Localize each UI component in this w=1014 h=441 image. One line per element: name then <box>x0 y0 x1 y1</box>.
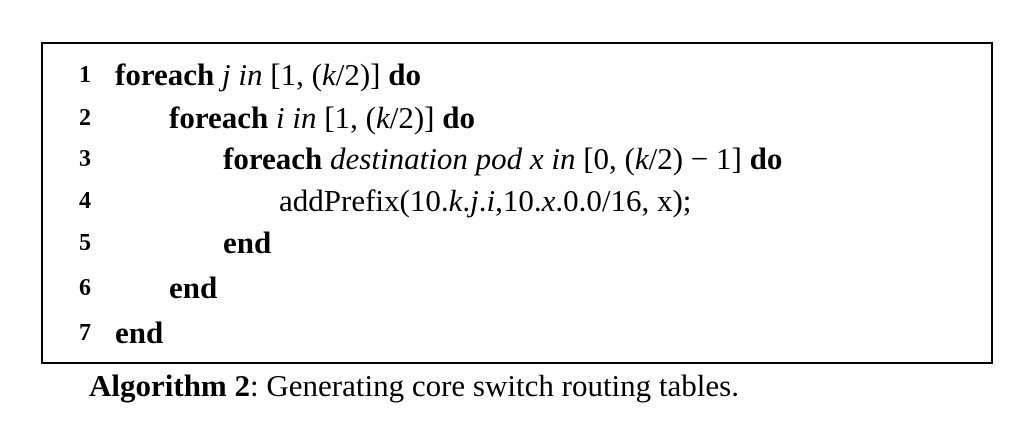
code-variable: i <box>486 183 496 218</box>
keyword-foreach: foreach <box>169 100 269 135</box>
line-number: 2 <box>79 105 91 131</box>
code-text <box>322 141 330 176</box>
code-variable: x <box>541 183 556 218</box>
code-text: . <box>462 183 471 218</box>
code-variable: i in <box>276 100 317 135</box>
code-text <box>268 100 276 135</box>
keyword-foreach: foreach <box>115 57 215 92</box>
code-variable: k <box>448 183 463 218</box>
code-text: ,10. <box>495 183 542 218</box>
caption-label: Algorithm 2 <box>89 368 251 403</box>
algorithm-box: 1 foreach j in [1, (k/2)] do 2 foreach i… <box>41 42 993 364</box>
code-text: /2)] <box>335 57 389 92</box>
keyword-end: end <box>169 270 218 305</box>
keyword-do: do <box>388 57 421 92</box>
code-variable: k <box>634 141 649 176</box>
line-number: 1 <box>79 62 91 88</box>
code-variable: k <box>321 57 336 92</box>
code-text: [1, ( <box>316 100 376 135</box>
code-variable: k <box>375 100 390 135</box>
line-code: end <box>115 313 163 353</box>
line-code: addPrefix(10.k.j.i,10.x.0.0/16, x); <box>279 181 691 221</box>
code-variable: j <box>470 183 479 218</box>
code-text: [1, ( <box>262 57 322 92</box>
code-text: . <box>478 183 487 218</box>
keyword-do: do <box>749 141 783 176</box>
code-text <box>214 57 222 92</box>
keyword-end: end <box>223 225 272 260</box>
code-text: addPrefix(10. <box>279 183 449 218</box>
code-text: .0.0/16, x); <box>555 183 692 218</box>
code-text: [0, ( <box>575 141 635 176</box>
caption-text: : Generating core switch routing tables. <box>250 368 739 403</box>
line-number: 4 <box>79 188 91 214</box>
line-code: end <box>223 223 271 263</box>
line-code: foreach destination pod x in [0, (k/2) −… <box>223 139 782 179</box>
line-number: 3 <box>79 146 91 172</box>
code-text: /2)] <box>389 100 443 135</box>
code-variable: j in <box>222 57 263 92</box>
keyword-foreach: foreach <box>223 141 323 176</box>
code-text: /2) − 1] <box>648 141 750 176</box>
line-number: 7 <box>79 320 91 346</box>
line-number: 6 <box>79 275 91 301</box>
line-number: 5 <box>79 230 91 256</box>
keyword-end: end <box>115 315 164 350</box>
line-code: foreach j in [1, (k/2)] do <box>115 55 421 95</box>
line-code: foreach i in [1, (k/2)] do <box>169 98 475 138</box>
code-variable: destination pod x in <box>330 141 576 176</box>
line-code: end <box>169 268 217 308</box>
keyword-do: do <box>442 100 475 135</box>
algorithm-caption: Algorithm 2: Generating core switch rout… <box>89 366 739 406</box>
